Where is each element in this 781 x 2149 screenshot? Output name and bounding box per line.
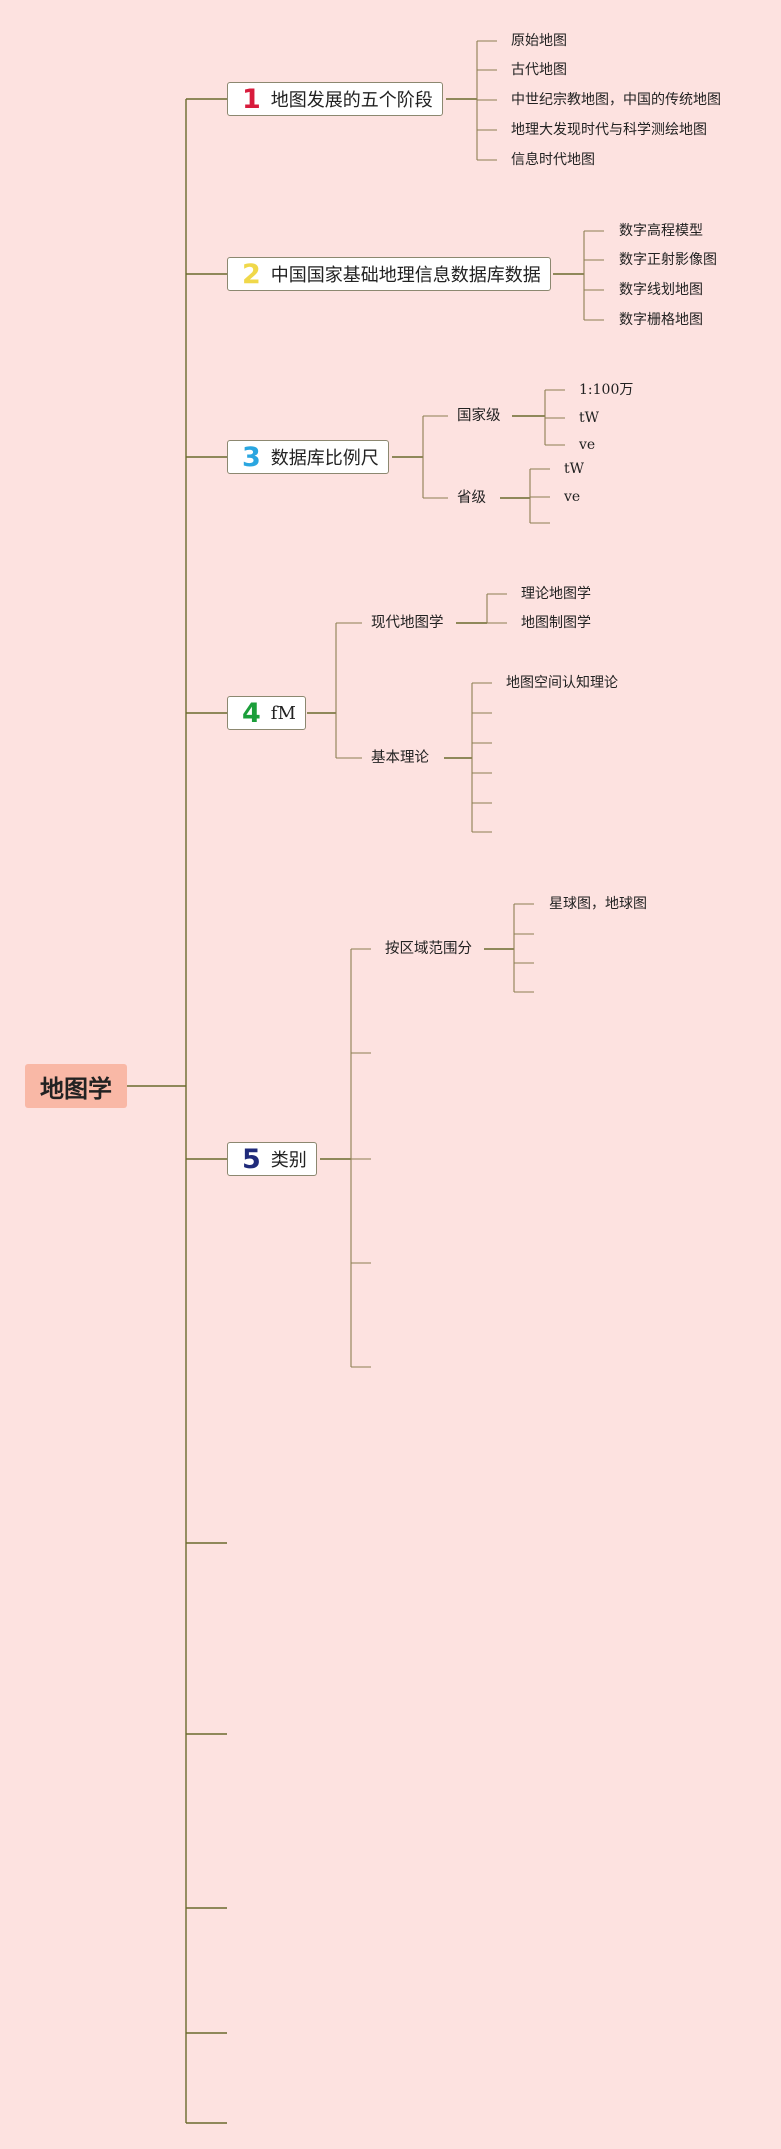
topic-label-1: 地图发展的五个阶段 bbox=[270, 90, 433, 111]
leaf-node[interactable]: tW bbox=[564, 461, 585, 477]
leaf-node[interactable]: 古代地图 bbox=[511, 62, 567, 78]
topic-node-4[interactable]: 4 fM bbox=[227, 696, 306, 730]
leaf-node[interactable]: ve bbox=[579, 437, 596, 453]
subtopic-node[interactable]: 国家级 bbox=[457, 408, 501, 424]
topic-label-2: 中国国家基础地理信息数据库数据 bbox=[270, 265, 541, 286]
topic-number-2: 2 bbox=[242, 258, 261, 290]
leaf-node[interactable]: 信息时代地图 bbox=[511, 152, 595, 168]
topic-label-3: 数据库比例尺 bbox=[270, 448, 379, 469]
leaf-node[interactable]: 地图制图学 bbox=[521, 615, 591, 631]
leaf-node[interactable]: 数字正射影像图 bbox=[619, 252, 717, 268]
topic-node-2[interactable]: 2 中国国家基础地理信息数据库数据 bbox=[227, 257, 551, 291]
leaf-node[interactable]: 数字线划地图 bbox=[619, 282, 703, 298]
topic-label-5: 类别 bbox=[270, 1150, 307, 1171]
subtopic-node[interactable]: 基本理论 bbox=[371, 750, 429, 766]
leaf-node[interactable]: 地图空间认知理论 bbox=[506, 675, 618, 691]
topic-label-4: fM bbox=[270, 702, 296, 724]
topic-node-3[interactable]: 3 数据库比例尺 bbox=[227, 440, 389, 474]
subtopic-node[interactable]: 按区域范围分 bbox=[385, 941, 472, 957]
leaf-node[interactable]: 中世纪宗教地图，中国的传统地图 bbox=[511, 92, 721, 108]
topic-node-5[interactable]: 5 类别 bbox=[227, 1142, 317, 1176]
leaf-node[interactable]: 1:100万 bbox=[579, 382, 634, 398]
topic-number-5: 5 bbox=[242, 1143, 261, 1175]
leaf-node[interactable]: 地理大发现时代与科学测绘地图 bbox=[511, 122, 707, 138]
leaf-node[interactable]: 理论地图学 bbox=[521, 586, 591, 602]
topic-number-4: 4 bbox=[242, 697, 261, 729]
topic-node-1[interactable]: 1 地图发展的五个阶段 bbox=[227, 82, 443, 116]
subtopic-node[interactable]: 现代地图学 bbox=[371, 615, 444, 631]
leaf-node[interactable]: 原始地图 bbox=[511, 33, 567, 49]
leaf-node[interactable]: 数字栅格地图 bbox=[619, 312, 703, 328]
subtopic-node[interactable]: 省级 bbox=[457, 490, 486, 506]
leaf-node[interactable]: ve bbox=[564, 489, 581, 505]
root-node[interactable]: 地图学 bbox=[25, 1064, 127, 1108]
leaf-node[interactable]: 数字高程模型 bbox=[619, 223, 703, 239]
topic-number-3: 3 bbox=[242, 441, 261, 473]
leaf-node[interactable]: tW bbox=[579, 410, 600, 426]
topic-number-1: 1 bbox=[242, 83, 261, 115]
leaf-node[interactable]: 星球图，地球图 bbox=[549, 896, 647, 912]
